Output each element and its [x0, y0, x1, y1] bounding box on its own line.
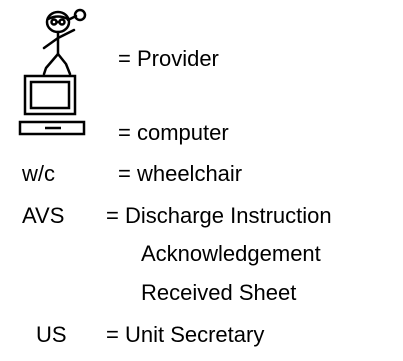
provider-definition: = Provider [118, 46, 219, 71]
avs-definition-line3: Received Sheet [141, 280, 297, 305]
unit-secretary-definition: = Unit Secretary [106, 322, 265, 347]
avs-abbr: AVS [22, 203, 65, 228]
avs-definition: = Discharge Instruction [106, 203, 332, 228]
computer-icon [18, 74, 86, 136]
avs-definition-line2: Acknowledgement [141, 241, 321, 266]
wheelchair-abbr: w/c [22, 161, 55, 186]
stick-figure-icon [42, 8, 87, 76]
computer-definition: = computer [118, 120, 229, 145]
wheelchair-definition: = wheelchair [118, 161, 243, 186]
unit-secretary-abbr: US [36, 322, 67, 347]
